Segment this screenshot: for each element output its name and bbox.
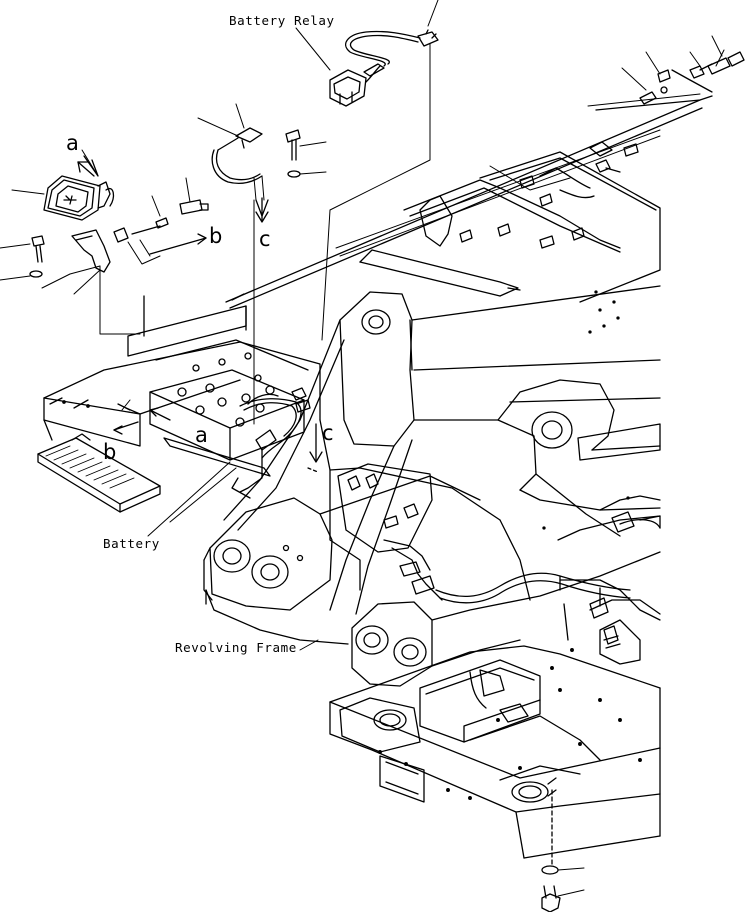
battery-box [37, 295, 323, 537]
view-marker-a-bottom: a [195, 423, 208, 447]
battery-relay-label: Battery Relay [229, 13, 335, 28]
wire-harness-upper [197, 103, 327, 217]
rear-frame [329, 645, 661, 912]
upper-frame-rail [225, 99, 703, 334]
view-marker-c-bottom: c [322, 421, 334, 445]
view-marker-b-bottom: b [103, 440, 117, 464]
view-marker-a-top: a [66, 131, 79, 155]
frame-leader [299, 639, 319, 651]
view-marker-b-top: b [209, 224, 223, 248]
boom-foot [203, 249, 661, 687]
revolving-frame-body [205, 419, 661, 667]
view-marker-c-top: c [259, 227, 271, 251]
wiring-clamp-parts [587, 35, 745, 111]
revolving-frame-label: Revolving Frame [175, 640, 297, 655]
work-lamp-assembly [0, 149, 209, 335]
view-arrows-top [77, 161, 269, 425]
battery-relay-assembly [295, 0, 439, 341]
battery-label: Battery [103, 536, 160, 551]
